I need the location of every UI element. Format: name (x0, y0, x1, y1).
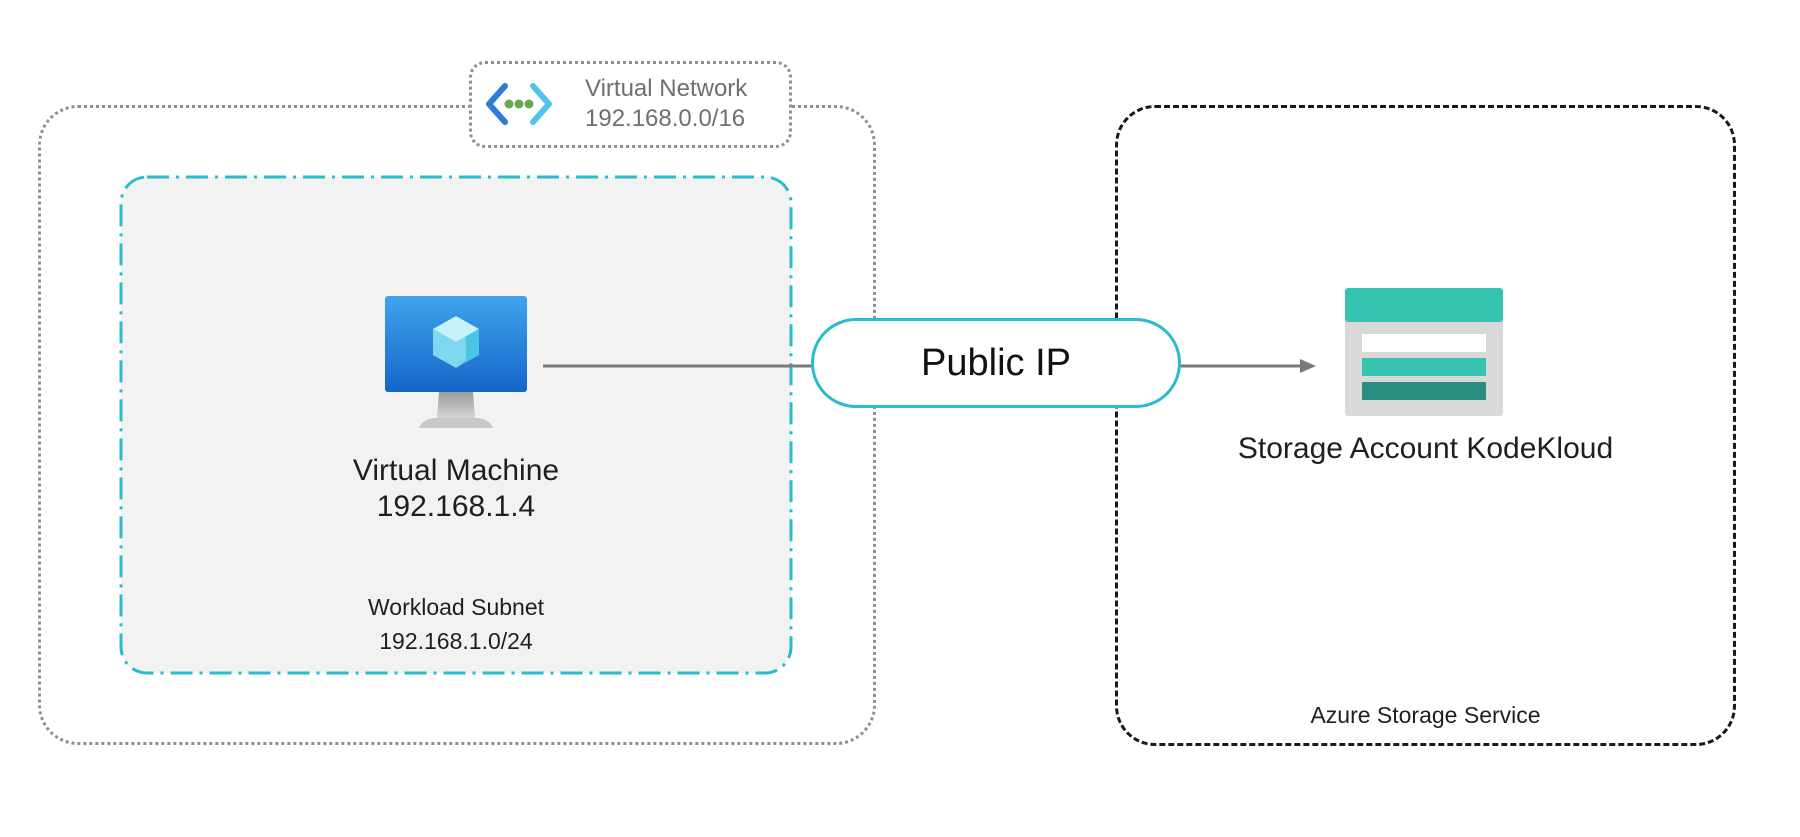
virtual-machine-ip: 192.168.1.4 (376, 490, 536, 523)
public-ip-label: Public IP (921, 341, 1071, 384)
virtual-machine-name: Virtual Machine (352, 454, 560, 487)
virtual-network-title: Virtual Network (585, 75, 748, 102)
virtual-network-cidr: 192.168.0.0/16 (585, 105, 746, 132)
storage-service-name: Azure Storage Service (1310, 702, 1541, 728)
virtual-network-icon (486, 83, 552, 125)
storage-account-icon (1345, 288, 1503, 416)
virtual-machine-icon (385, 296, 527, 428)
storage-service-boundary (1115, 105, 1736, 746)
subnet-cidr: 192.168.1.0/24 (379, 628, 533, 654)
public-ip-node: Public IP (811, 318, 1181, 408)
storage-account-name: Storage Account KodeKloud (1237, 432, 1614, 465)
virtual-network-boundary (38, 105, 876, 745)
subnet-name: Workload Subnet (367, 594, 544, 620)
